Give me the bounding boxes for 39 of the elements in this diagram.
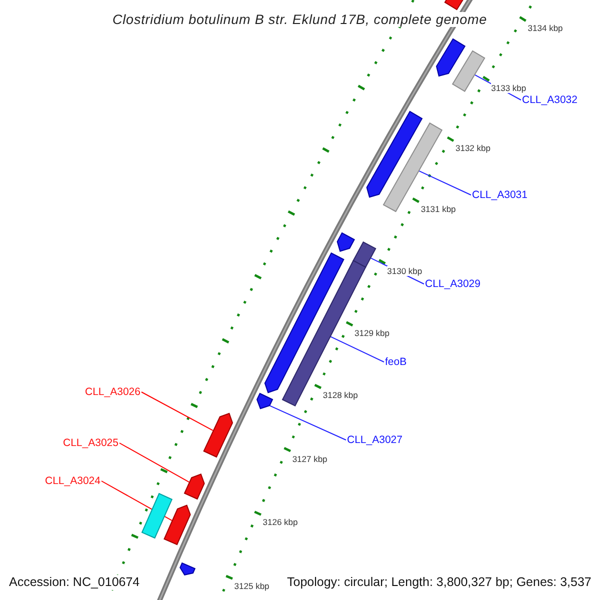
scale-label: 3125 kbp <box>234 581 270 592</box>
gene-label: CLL_A3031 <box>472 189 528 201</box>
leader-line <box>118 442 190 483</box>
leader-line <box>330 336 384 362</box>
scale-label: 3133 kbp <box>491 82 526 93</box>
gene-label: CLL_A3026 <box>85 386 140 398</box>
gene-bar <box>452 50 486 92</box>
leader-line <box>140 392 214 431</box>
scale-label: 3126 kbp <box>262 517 298 528</box>
gene-label: CLL_A3025 <box>63 437 118 449</box>
gene-block <box>336 232 355 252</box>
gene-block <box>184 473 205 500</box>
title: Clostridium botulinum B str. Eklund 17B, complete genome <box>112 12 488 27</box>
gene-label: CLL_A3024 <box>45 475 100 487</box>
gene-label: CLL_A3027 <box>347 434 402 446</box>
scale-label: 3131 kbp <box>420 204 456 214</box>
gene-bar <box>382 122 443 212</box>
gene-label: feoB <box>385 356 407 368</box>
gene-block <box>203 412 234 458</box>
scale-label: 3132 kbp <box>455 143 490 154</box>
gene-label: CLL_A3029 <box>425 278 480 290</box>
footer-text: Accession: NC_010674 <box>9 575 140 590</box>
scale-label: 3130 kbp <box>387 266 422 276</box>
leader-line <box>418 170 472 196</box>
gene-block <box>164 504 191 546</box>
gene-label: CLL_A3032 <box>522 94 578 106</box>
scale-label: 3129 kbp <box>354 328 390 338</box>
scale-label: 3127 kbp <box>292 454 328 464</box>
gene-bar <box>141 492 173 539</box>
gene-bar <box>352 241 376 268</box>
gene-block <box>366 110 423 198</box>
gene-block <box>256 392 274 410</box>
gene-block <box>436 38 466 77</box>
scale-label: 3134 kbp <box>528 22 563 33</box>
gene-block <box>264 252 344 394</box>
gene-block <box>180 562 196 576</box>
scale-label: 3128 kbp <box>322 390 358 400</box>
footer-text: Topology: circular; Length: 3,800,327 bp; Genes: 3,537 <box>287 575 592 590</box>
leader-line <box>270 405 346 440</box>
